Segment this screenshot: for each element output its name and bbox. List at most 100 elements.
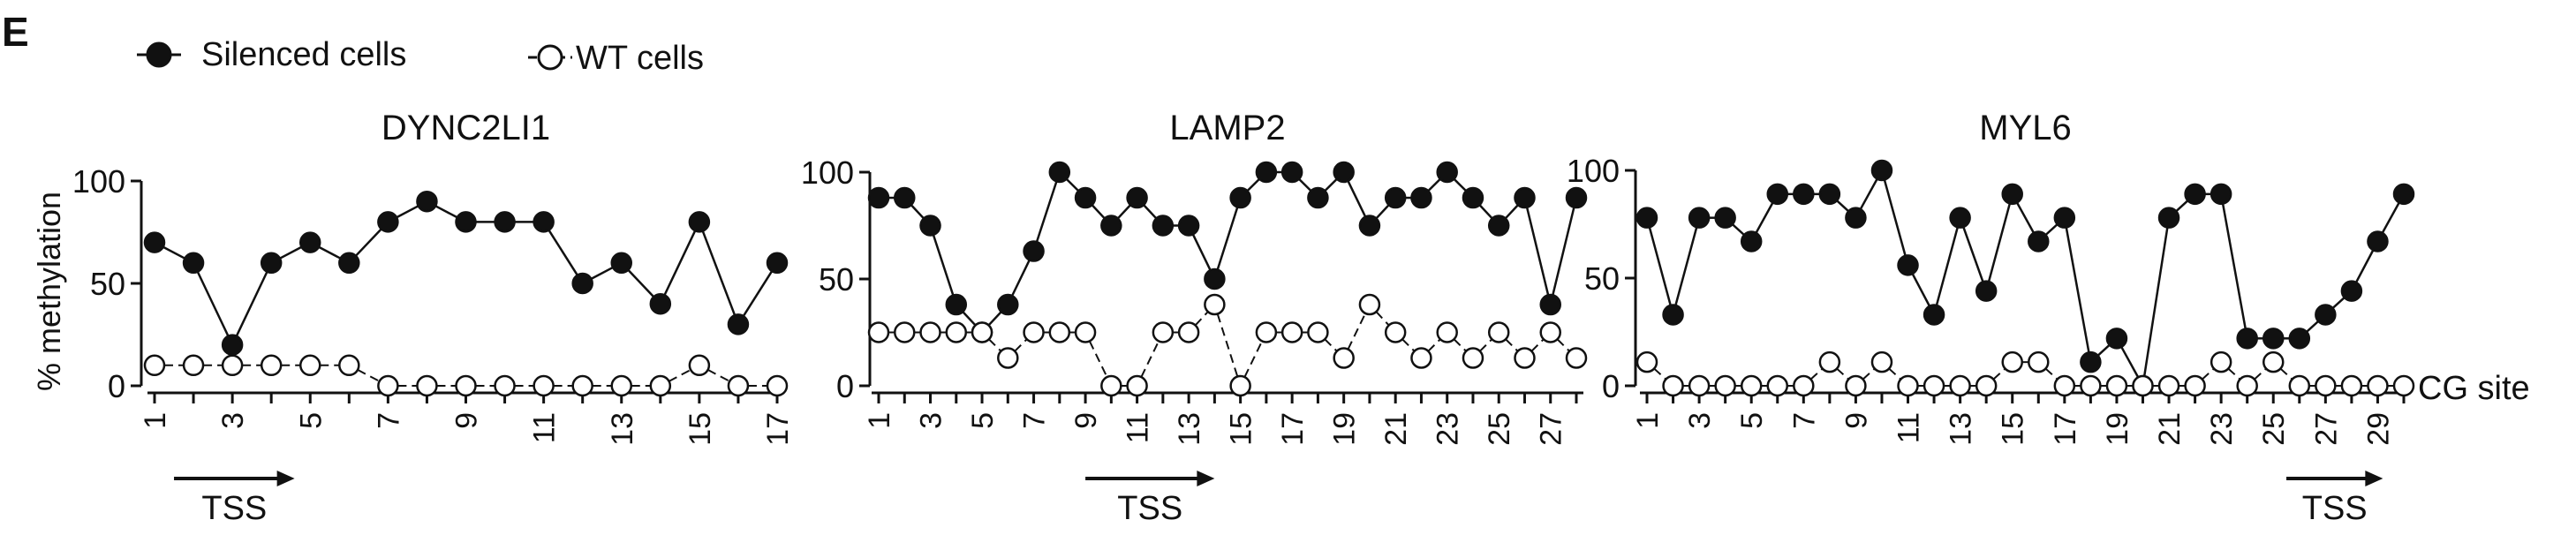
- series-segment: [1862, 367, 1876, 381]
- series-segment: [1010, 259, 1031, 297]
- wt-point: [1897, 374, 1919, 397]
- silenced-point: [1662, 304, 1684, 326]
- silenced-point: [1818, 183, 1841, 206]
- x-tick-label: 9: [450, 412, 484, 429]
- x-tick-label: 13: [1173, 412, 1206, 446]
- series-segment: [1859, 178, 1878, 210]
- silenced-point: [1539, 293, 1561, 316]
- y-tick-label: 100: [1567, 153, 1620, 189]
- series-segment: [2096, 343, 2111, 357]
- wt-point: [455, 374, 477, 397]
- series-segment: [1888, 367, 1902, 381]
- x-tick-label: 27: [1535, 412, 1568, 446]
- silenced-point: [1410, 186, 1432, 209]
- series-segment: [2279, 367, 2293, 381]
- x-tick-label: 13: [606, 412, 639, 446]
- x-tick-label: 21: [1379, 412, 1413, 446]
- silenced-point: [2157, 207, 2180, 229]
- tss-label: TSS: [1117, 490, 1182, 527]
- silenced-point: [649, 292, 672, 315]
- x-tick-label: 23: [2205, 412, 2239, 446]
- series-segment: [1065, 177, 1080, 192]
- series-segment: [1731, 223, 1745, 237]
- legend: Silenced cells WT cells: [137, 36, 704, 77]
- silenced-point: [1204, 268, 1226, 290]
- series-segment: [1992, 367, 2006, 381]
- x-tick-label: 1: [863, 412, 896, 429]
- silenced-point: [221, 334, 244, 356]
- silenced-point: [2053, 207, 2076, 229]
- series-segment: [1556, 338, 1570, 352]
- wt-point: [1923, 374, 1945, 397]
- wt-point: [971, 321, 993, 343]
- x-tick-label: 7: [1018, 412, 1052, 429]
- series-segment: [1216, 207, 1239, 270]
- silenced-point: [1307, 186, 1329, 209]
- silenced-point: [1358, 215, 1381, 237]
- x-tick-label: 1: [139, 412, 172, 429]
- wt-point: [2080, 374, 2102, 397]
- silenced-point: [1255, 161, 1278, 184]
- silenced-point: [894, 186, 916, 209]
- silenced-point: [1766, 183, 1789, 206]
- series-segment: [2354, 249, 2375, 283]
- x-tick-label: 15: [684, 412, 717, 446]
- series-segment: [2065, 227, 2090, 353]
- wt-point: [1949, 374, 1971, 397]
- silenced-point: [997, 293, 1019, 316]
- silenced-point: [1740, 230, 1763, 252]
- silenced-point: [1229, 186, 1251, 209]
- series-segment: [1035, 181, 1058, 243]
- wt-point: [2184, 374, 2206, 397]
- series-segment: [235, 271, 268, 337]
- tss-label: TSS: [2302, 490, 2368, 527]
- series-segment: [669, 369, 691, 382]
- chart-title: LAMP2: [1169, 109, 1285, 147]
- x-tick-label: 29: [2361, 412, 2395, 446]
- wt-point: [867, 321, 890, 343]
- wt-point: [2210, 350, 2232, 373]
- x-tick-label: 3: [216, 412, 250, 429]
- series-silenced: [1635, 159, 2415, 397]
- series-segment: [1530, 338, 1545, 352]
- series-segment: [1505, 338, 1519, 352]
- wt-point: [182, 354, 205, 377]
- legend-wt-marker: [528, 44, 572, 71]
- series-segment: [2142, 227, 2169, 377]
- silenced-point: [1793, 183, 1815, 206]
- series-segment: [742, 270, 774, 317]
- silenced-point: [2262, 328, 2285, 350]
- silenced-point: [1333, 161, 1355, 184]
- x-tick-label: 27: [2309, 412, 2343, 446]
- x-tick-label: 17: [2049, 412, 2082, 446]
- silenced-point: [1177, 215, 1200, 237]
- series-silenced: [143, 190, 789, 356]
- wt-point: [1845, 374, 1867, 397]
- wt-point: [1307, 321, 1329, 343]
- panel-label: E: [2, 9, 29, 55]
- wt-point: [2132, 374, 2154, 397]
- series-segment: [1088, 340, 1108, 378]
- series-segment: [1324, 338, 1338, 352]
- silenced-point: [867, 186, 890, 209]
- series-segment: [396, 205, 419, 219]
- series-segment: [1427, 177, 1441, 192]
- silenced-point: [2340, 280, 2363, 302]
- series-segment: [2202, 367, 2215, 381]
- series-segment: [1014, 338, 1028, 352]
- series-segment: [1755, 201, 1774, 234]
- x-tick-label: 21: [2153, 412, 2187, 446]
- series-segment: [1401, 338, 1416, 352]
- chart-title: DYNC2LI1: [381, 109, 550, 147]
- legend-wt-label: WT cells: [576, 40, 704, 77]
- series-segment: [1552, 207, 1575, 296]
- series-segment: [162, 245, 185, 260]
- series-segment: [1246, 177, 1260, 192]
- series-segment: [1883, 179, 1907, 257]
- tss-arrowhead: [276, 471, 295, 486]
- silenced-point: [260, 252, 283, 275]
- y-tick-label: 50: [90, 266, 125, 302]
- wt-point: [610, 374, 632, 397]
- x-tick-label: 23: [1432, 412, 1465, 446]
